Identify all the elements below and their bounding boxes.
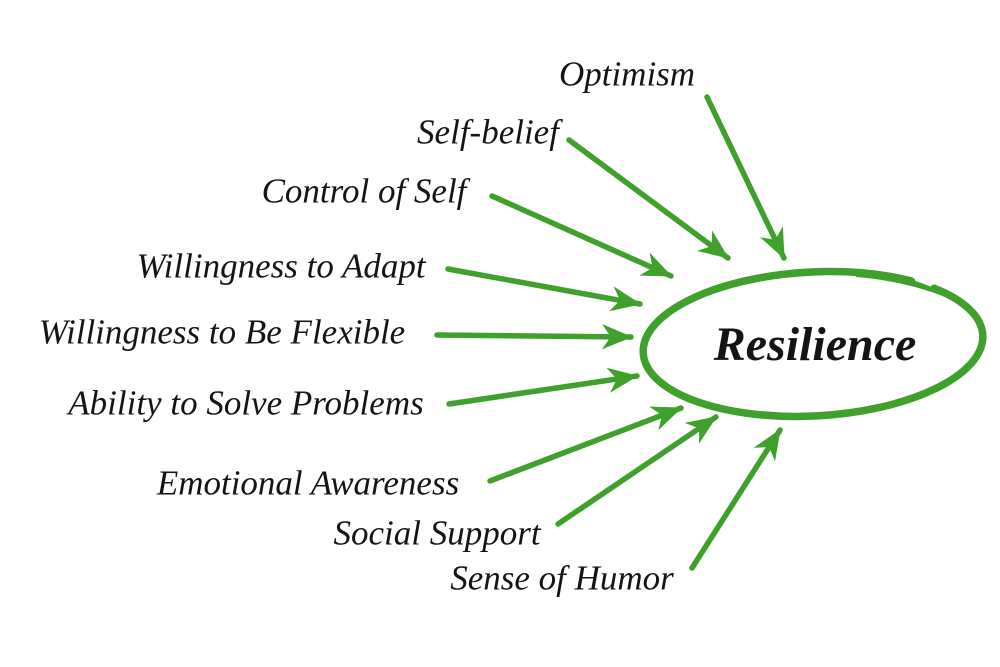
arrow-self-belief [566, 137, 731, 261]
center-label-resilience: Resilience [713, 318, 917, 372]
arrow-social-support [555, 414, 719, 527]
arrow-willingness-to-be-flexible [434, 324, 634, 350]
factor-label-self-belief: Self-belief [417, 112, 559, 152]
factor-label-ability-to-solve-problems: Ability to Solve Problems [68, 383, 424, 423]
arrow-willingness-to-adapt [445, 266, 643, 312]
brush-taper [856, 270, 959, 303]
factor-label-willingness-to-adapt: Willingness to Adapt [136, 246, 426, 286]
resilience-ellipse [639, 267, 987, 421]
factor-label-social-support: Social Support [333, 513, 541, 553]
factor-label-optimism: Optimism [558, 54, 696, 94]
arrow-optimism [704, 94, 787, 261]
factor-label-sense-of-humor: Sense of Humor [450, 558, 674, 598]
factor-label-control-of-self: Control of Self [261, 171, 467, 211]
factor-label-willingness-to-be-flexible: Willingness to Be Flexible [38, 312, 406, 352]
arrow-control-of-self [489, 193, 674, 279]
arrow-ability-to-solve-problems [446, 367, 640, 407]
arrow-sense-of-humor [689, 427, 783, 571]
ellipse-stroke [639, 267, 987, 421]
factor-label-emotional-awareness: Emotional Awareness [156, 463, 460, 503]
arrow-emotional-awareness [487, 405, 684, 484]
arrows-group [434, 94, 787, 571]
